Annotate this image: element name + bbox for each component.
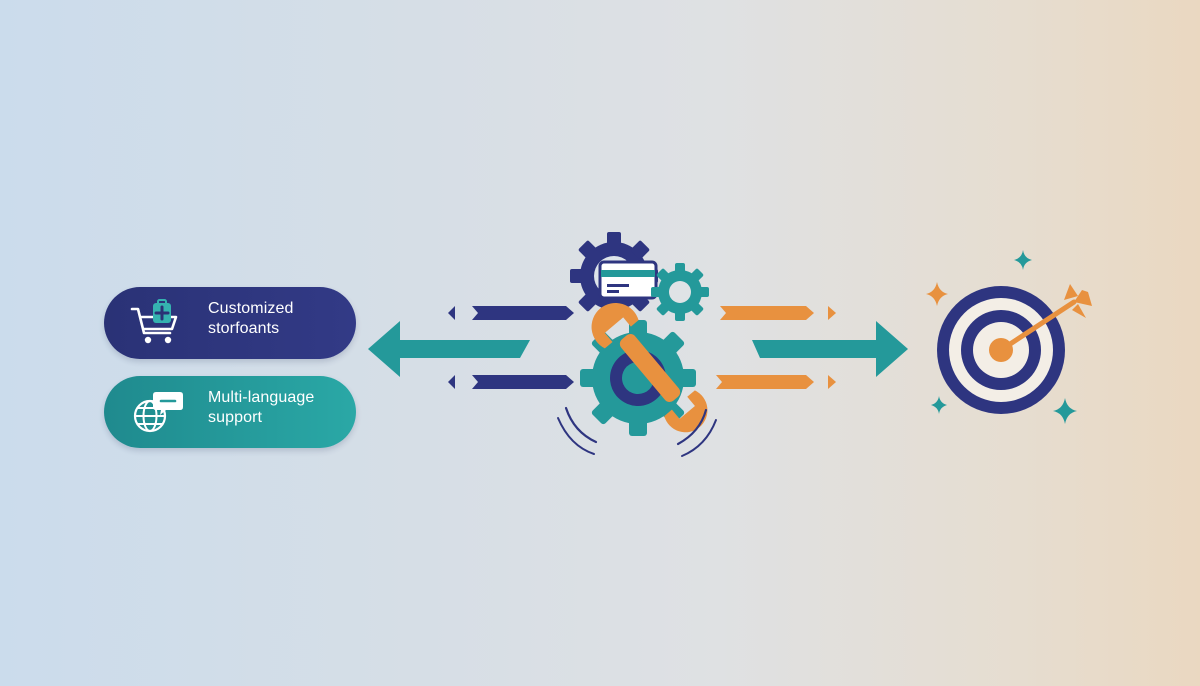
storefronts-line1: Customized — [208, 300, 294, 317]
wrench-gear-icon — [557, 302, 717, 457]
globe-chat-icon — [133, 392, 183, 433]
gear-credit-card-icon — [570, 232, 658, 320]
customized-storefronts-label: Customized storfoants — [208, 299, 348, 339]
left-arrow — [368, 321, 530, 377]
right-orange-stripe-top — [720, 306, 836, 320]
target-arrow-icon — [937, 284, 1092, 414]
customized-storefronts-pill: Customized storfoants — [104, 287, 356, 359]
sparkle-orange-icon — [926, 282, 948, 306]
right-arrow — [752, 321, 908, 377]
language-line2: support — [208, 409, 263, 426]
multi-language-support-pill: Multi-language support — [104, 376, 356, 448]
left-navy-stripe-top — [448, 306, 574, 320]
right-orange-stripe-bottom — [716, 375, 836, 389]
sparkle-teal-right-icon — [1053, 398, 1077, 424]
shopping-cart-icon — [130, 299, 178, 344]
multi-language-support-label: Multi-language support — [208, 388, 348, 428]
sparkle-teal-top-icon — [1014, 250, 1032, 270]
storefronts-line2: storfoants — [208, 320, 280, 337]
left-navy-stripe-bottom — [448, 375, 574, 389]
small-gear-icon — [651, 263, 709, 321]
language-line1: Multi-language — [208, 389, 315, 406]
sparkle-teal-left-icon — [931, 396, 947, 414]
